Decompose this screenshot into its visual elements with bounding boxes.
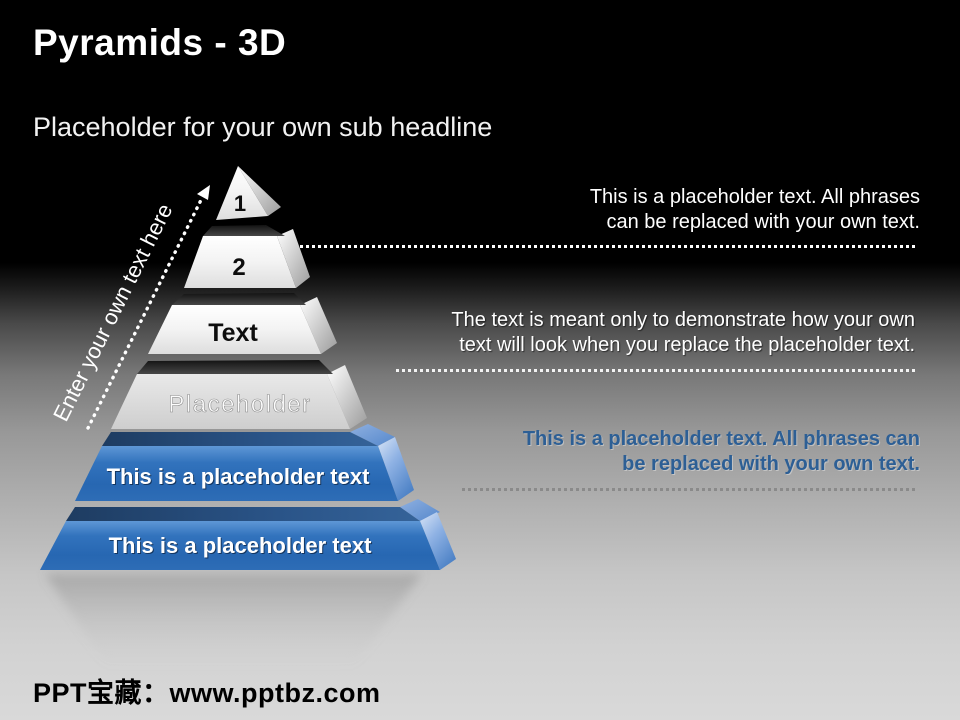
level-5-side-face <box>378 437 414 501</box>
pyramid-reflection <box>45 574 422 668</box>
level-2-bevel <box>203 225 285 236</box>
dotted-separator-1 <box>300 245 916 248</box>
level-4-bevel <box>137 360 333 374</box>
level-5-bevel <box>102 432 378 446</box>
annotation-1-line-1: This is a placeholder text. All phrases <box>589 186 920 208</box>
arrow-head-icon <box>197 185 210 200</box>
level-5-top-sliver <box>350 424 395 446</box>
level-2-side-face <box>277 229 310 288</box>
pyramid-level-5: This is a placeholder text <box>75 424 414 501</box>
annotation-1-line-2: can be replaced with your own text. <box>606 211 920 233</box>
level-3-side-face <box>300 297 337 354</box>
watermark-text: PPT宝藏：www.pptbz.com <box>33 678 381 708</box>
pyramid-level-1: 1 <box>216 166 281 220</box>
level-4-front-face <box>111 374 350 429</box>
level-1-label: 1 <box>234 191 246 216</box>
level-1-side-face <box>238 166 281 216</box>
level-5-label: This is a placeholder text <box>107 464 371 489</box>
annotation-3-line-1: This is a placeholder text. All phrases … <box>522 428 920 450</box>
pyramid-level-2: 2 <box>184 225 310 288</box>
level-2-label: 2 <box>232 254 245 281</box>
level-5-front-face <box>75 446 398 501</box>
level-4-side-face <box>327 365 367 429</box>
level-1-front-face <box>216 166 268 220</box>
level-6-side-face <box>420 512 456 570</box>
dotted-separator-3 <box>462 488 917 491</box>
arrow-dotted-line <box>86 198 203 430</box>
level-6-front-face <box>40 521 440 570</box>
dotted-separator-2 <box>396 369 915 372</box>
level-6-bevel <box>66 507 420 521</box>
level-6-top-sliver <box>400 499 440 521</box>
sub-headline: Placeholder for your own sub headline <box>33 112 493 142</box>
annotation-2-line-2: text will look when you replace the plac… <box>459 334 915 356</box>
pyramid-level-3: Text <box>148 293 337 354</box>
level-6-label: This is a placeholder text <box>109 533 373 558</box>
annotation-2-line-1: The text is meant only to demonstrate ho… <box>451 309 915 331</box>
annotation-3-line-2: be replaced with your own text. <box>622 453 920 475</box>
page-title: Pyramids - 3D <box>33 22 287 63</box>
pyramid-level-6: This is a placeholder text <box>40 499 456 570</box>
level-3-front-face <box>148 305 321 354</box>
pyramid-level-4: Placeholder <box>111 360 367 429</box>
level-3-bevel <box>172 293 306 305</box>
level-4-label: Placeholder <box>168 391 311 418</box>
annotation-3: This is a placeholder text. All phrases … <box>523 427 920 477</box>
annotation-1: This is a placeholder text. All phrases … <box>590 185 920 235</box>
level-2-front-face <box>184 236 296 288</box>
level-3-label: Text <box>208 319 258 347</box>
annotation-2: The text is meant only to demonstrate ho… <box>451 308 915 358</box>
